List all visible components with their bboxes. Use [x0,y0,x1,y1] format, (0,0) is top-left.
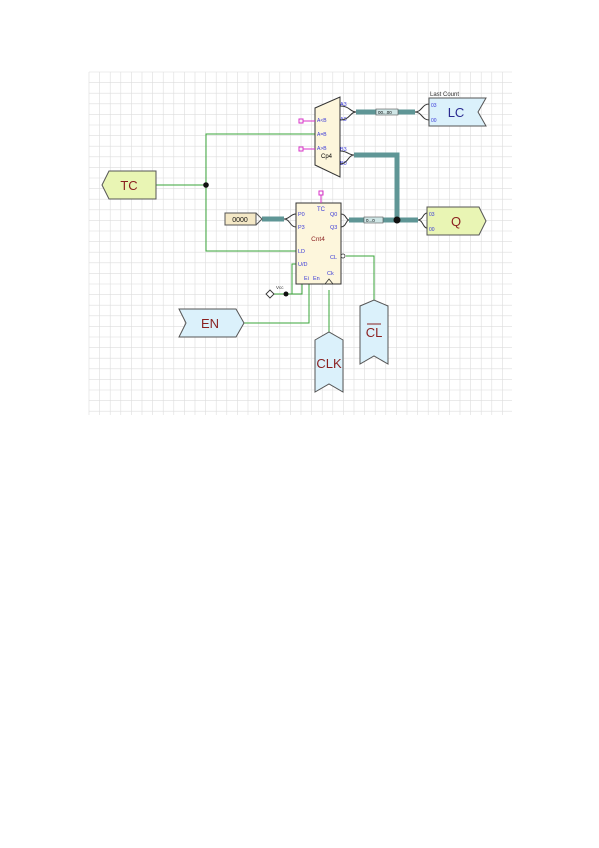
buses [262,109,418,223]
counter-pin-q3: Q3 [330,225,337,231]
port-tc-shape[interactable] [101,170,157,200]
port-cl-label: CL [366,325,383,340]
wire-cl [346,255,375,300]
bus-label-q-text: 0...0 [366,218,375,223]
port-en-label: EN [201,316,219,331]
comparator-b-bus-fan [339,150,355,165]
port-lc-label: LC [448,105,465,120]
port-lc-caption: Last Count [430,92,459,98]
counter-body[interactable] [295,202,342,285]
comparator-pin-lt: A<B [317,118,327,124]
junction-q-bus [393,216,401,224]
wire-tc-to-comparator [205,133,315,185]
port-q-fan [417,212,428,229]
counter-pin-tc: TC [317,207,326,213]
port-lc[interactable]: Last Count LC 03 00 [414,92,487,127]
counter-pin-ld: LD [298,249,305,255]
counter-pin-p3: P3 [298,225,305,231]
port-en[interactable]: EN [178,308,245,338]
port-q-label: Q [451,214,461,229]
port-tc[interactable]: TC [101,170,157,200]
port-tc-label: TC [120,178,137,193]
counter-cnt4[interactable]: TC P0 P3 LD U/D Q0 Q3 CL Ei En Ck Cnt4 [283,190,350,285]
comparator-a-bus-fan [339,105,357,121]
bus-label-lc-text: 00...00 [378,110,392,115]
counter-pin-p0: P0 [298,212,305,218]
counter-q-bus-fan [340,213,350,228]
comparator-body[interactable] [314,96,341,178]
comparator-pin-b3: B3 [340,147,347,153]
port-clk[interactable]: CLK [314,331,344,393]
counter-pin-ud: U/D [298,262,308,268]
constant-0000[interactable]: 0000 [224,212,263,226]
wires [156,133,375,332]
port-clk-shape[interactable] [314,331,344,393]
bus-label-lc: 00...00 [375,108,399,116]
port-q[interactable]: Q 03 00 [417,206,487,236]
junction-tc [203,182,209,188]
vcc-diamond[interactable] [265,289,275,299]
bus-label-q: 0...0 [363,216,384,224]
port-lc-pin-00: 00 [431,118,437,124]
counter-p-bus-fan [283,213,297,228]
port-lc-pin-03: 03 [431,103,437,109]
port-q-pin-00: 00 [429,227,435,233]
bus-q-to-comparator-b [354,152,400,220]
port-en-shape[interactable] [178,308,245,338]
comparator-pin-b0: B0 [340,161,347,167]
port-q-shape[interactable] [426,206,487,236]
counter-name: Cnt4 [311,236,325,243]
comparator-pin-gt: A>B [317,146,327,152]
port-lc-fan [414,103,430,121]
junction-vcc [283,291,289,297]
counter-pin-ck: Ck [327,271,334,277]
counter-pin-q0: Q0 [330,212,337,218]
port-cl-shape[interactable] [359,299,389,365]
counter-pin-en: En [313,276,320,282]
counter-pin-cl: CL [330,255,337,261]
port-clk-label: CLK [316,356,342,371]
constant-box[interactable] [224,212,257,226]
counter-cl-bubble [340,253,346,259]
comparator-open-stubs [303,120,315,150]
comparator-name: Cp4 [321,154,333,160]
counter-pin-ei: Ei [304,276,309,282]
port-lc-shape[interactable] [428,97,487,127]
constant-arrow [255,212,263,226]
port-cl[interactable]: CL [359,299,389,365]
vcc-source[interactable]: Vcc [265,285,284,299]
comparator-pin-a3: A3 [340,102,347,108]
wire-tc-to-load [205,185,296,252]
vcc-label: Vcc [276,285,284,290]
counter-clock-marker [324,278,334,285]
constant-value: 0000 [232,217,248,224]
wire-en-to-counter [244,284,310,324]
port-q-pin-03: 03 [429,212,435,218]
comparator-cp4[interactable]: A<B A=B A>B A3 A0 B3 B0 Cp4 [298,96,357,178]
comparator-pin-eq: A=B [317,132,327,138]
